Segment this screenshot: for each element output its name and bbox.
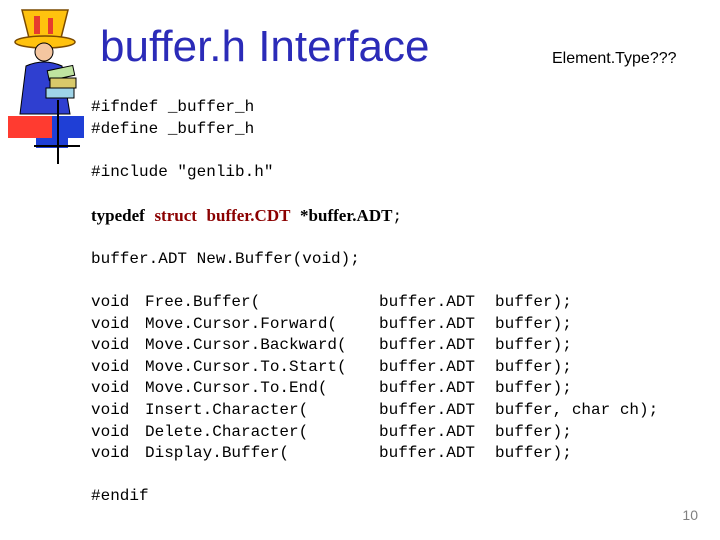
prototype-return: void bbox=[91, 336, 130, 355]
prototype-name: Free.Buffer( bbox=[145, 293, 261, 311]
define-line: #define _buffer_h bbox=[91, 119, 255, 138]
typedef-end: ; bbox=[392, 208, 403, 226]
prototype-params: buffer, char ch); bbox=[495, 400, 659, 419]
new-buffer-line: buffer.ADT New.Buffer(void); bbox=[91, 250, 360, 268]
prototype-return: void bbox=[91, 357, 130, 376]
ifndef-line: #ifndef _buffer_h bbox=[91, 98, 255, 116]
prototype-name: Move.Cursor.Forward( bbox=[145, 314, 338, 333]
prototype-type: buffer.ADT bbox=[379, 314, 476, 333]
prototype-params: buffer); bbox=[495, 357, 572, 376]
prototype-name: Move.Cursor.To.End( bbox=[145, 379, 328, 398]
prototype-return: void bbox=[91, 379, 130, 398]
prototype-type-column: buffer.ADT buffer.ADT buffer.ADT buffer.… bbox=[379, 292, 475, 465]
prototype-name: Insert.Character( bbox=[145, 400, 309, 419]
prototype-params: buffer); bbox=[495, 314, 572, 333]
typedef-keyword: typedef bbox=[91, 206, 145, 225]
prototype-type: buffer.ADT bbox=[379, 336, 476, 355]
prototype-params: buffer); bbox=[495, 336, 572, 355]
prototype-params: buffer); bbox=[495, 444, 572, 463]
prototype-return: void bbox=[91, 293, 130, 311]
prototype-name-column: Free.Buffer( Move.Cursor.Forward( Move.C… bbox=[145, 292, 347, 465]
ifndef-block: #ifndef _buffer_h #define _buffer_h bbox=[91, 97, 254, 140]
struct-name: buffer.CDT bbox=[206, 206, 291, 225]
prototype-return: void bbox=[91, 444, 130, 463]
prototype-return: void bbox=[91, 314, 130, 333]
prototype-return-column: void void void void void void void void bbox=[91, 292, 129, 465]
endif-line: #endif bbox=[91, 487, 149, 505]
prototype-name: Delete.Character( bbox=[145, 422, 309, 441]
prototype-params: buffer); bbox=[495, 422, 572, 441]
prototype-type: buffer.ADT bbox=[379, 400, 476, 419]
pointer-type: *buffer.ADT bbox=[300, 206, 393, 225]
prototype-params-column: buffer); buffer); buffer); buffer); buff… bbox=[495, 292, 658, 465]
prototype-type: buffer.ADT bbox=[379, 293, 476, 311]
prototype-params: buffer); bbox=[495, 293, 572, 311]
prototype-type: buffer.ADT bbox=[379, 422, 476, 441]
page-title: buffer.h Interface bbox=[100, 22, 430, 71]
element-type-note: Element.Type??? bbox=[552, 50, 677, 67]
struct-keyword: struct bbox=[154, 206, 197, 225]
prototype-name: Display.Buffer( bbox=[145, 444, 290, 463]
page-number: 10 bbox=[682, 507, 698, 523]
prototype-name: Move.Cursor.Backward( bbox=[145, 336, 347, 355]
typedef-line: typedef struct buffer.CDT *buffer.ADT; bbox=[91, 205, 402, 229]
prototype-params: buffer); bbox=[495, 379, 572, 398]
prototype-return: void bbox=[91, 400, 130, 419]
prototype-type: buffer.ADT bbox=[379, 379, 476, 398]
prototype-name: Move.Cursor.To.Start( bbox=[145, 357, 347, 376]
prototype-type: buffer.ADT bbox=[379, 444, 476, 463]
prototype-type: buffer.ADT bbox=[379, 357, 476, 376]
include-line: #include "genlib.h" bbox=[91, 163, 274, 181]
wizard-with-books-icon bbox=[8, 9, 84, 164]
prototype-return: void bbox=[91, 422, 130, 441]
